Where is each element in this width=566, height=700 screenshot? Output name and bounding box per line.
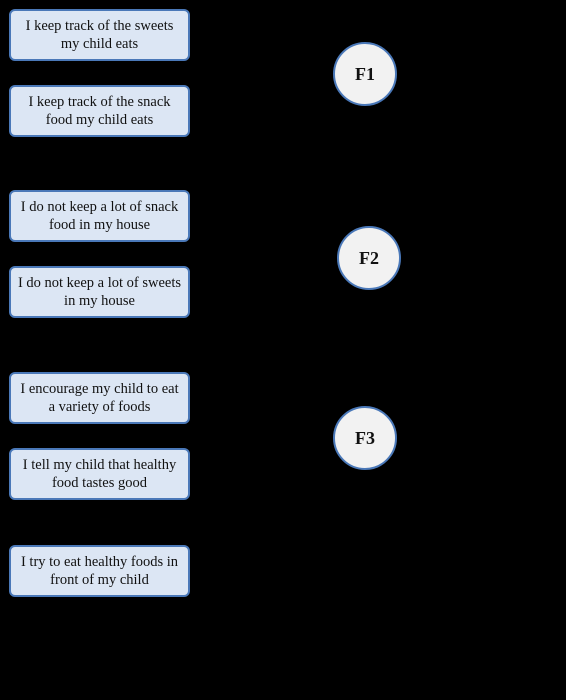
item-label: I encourage my child to eat a variety of…: [20, 381, 179, 415]
item-box-healthy-modeling: I try to eat healthy foods in front of m…: [9, 545, 190, 597]
factor-label: F3: [355, 427, 375, 448]
item-box-snack-availability: I do not keep a lot of snack food in my …: [9, 190, 190, 242]
item-label: I try to eat healthy foods in front of m…: [20, 554, 179, 588]
factor-label: F2: [359, 247, 379, 268]
factor-label: F1: [355, 63, 375, 84]
item-label: I tell my child that healthy food tastes…: [22, 457, 177, 491]
item-box-sweets-tracking: I keep track of the sweets my child eats: [9, 9, 190, 61]
factor-node-f2: F2: [337, 226, 401, 290]
factor-node-f3: F3: [333, 406, 397, 470]
item-box-variety-encouragement: I encourage my child to eat a variety of…: [9, 372, 190, 424]
item-label: I keep track of the snack food my child …: [28, 94, 171, 128]
item-label: I do not keep a lot of sweets in my hous…: [17, 275, 182, 309]
factor-node-f1: F1: [333, 42, 397, 106]
item-box-healthy-tastes-good: I tell my child that healthy food tastes…: [9, 448, 190, 500]
item-box-snack-tracking: I keep track of the snack food my child …: [9, 85, 190, 137]
item-label: I keep track of the sweets my child eats: [25, 18, 174, 52]
item-label: I do not keep a lot of snack food in my …: [20, 199, 179, 233]
item-box-sweets-availability: I do not keep a lot of sweets in my hous…: [9, 266, 190, 318]
